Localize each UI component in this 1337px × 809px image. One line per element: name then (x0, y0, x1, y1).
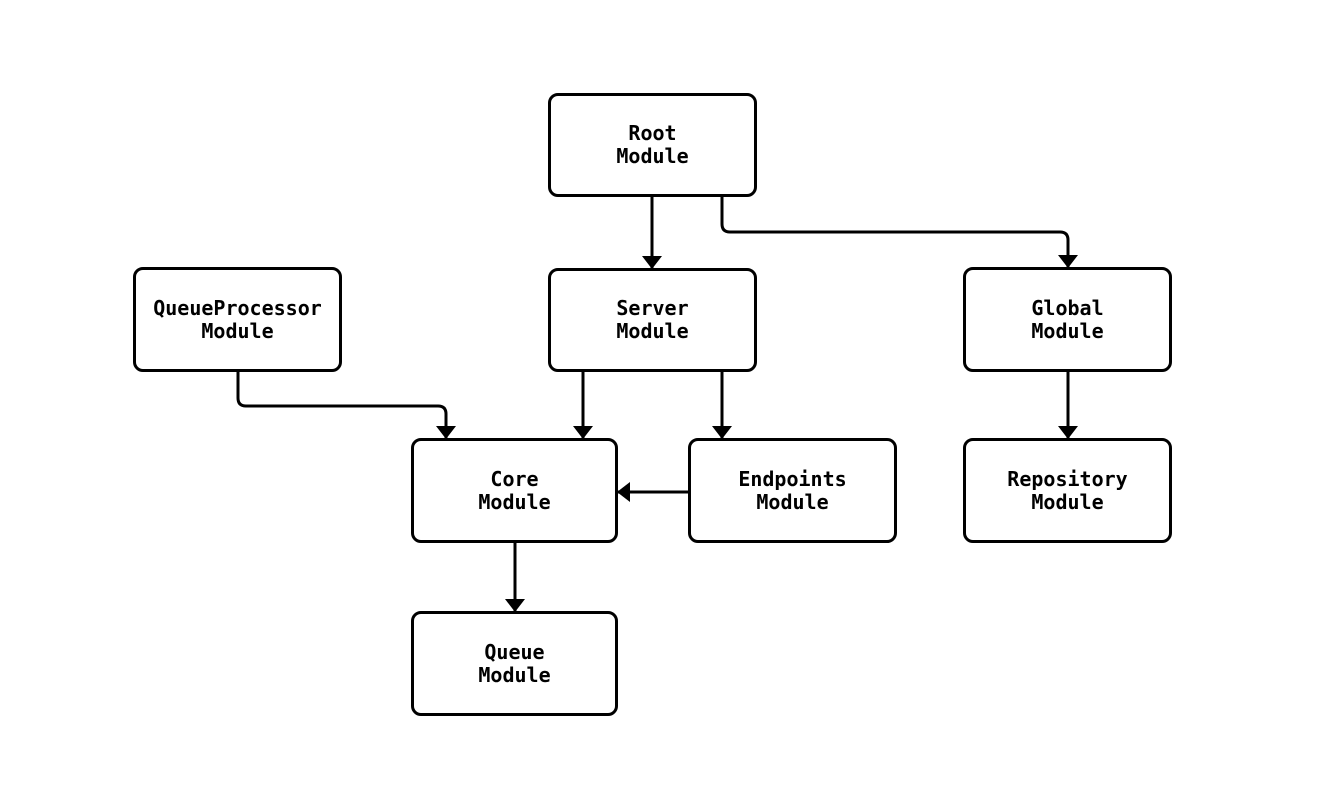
node-label-line: Root (628, 121, 677, 145)
node-label-line: Server (616, 296, 689, 320)
node-label-line: Module (616, 144, 689, 168)
node-label-line: Module (478, 662, 551, 687)
node-label-line: Global (1031, 295, 1104, 320)
node-label-line: Queue (484, 639, 545, 664)
node-label-line: Module (1031, 489, 1104, 514)
node-label-line: Module (201, 318, 274, 343)
node-label-line: Repository (1007, 466, 1128, 491)
node-label-line: QueueProcessor (153, 295, 322, 320)
edge-root-to-global (720, 195, 1078, 269)
node-label-line: Module (478, 489, 551, 514)
edge-queueprocessor-to-core (236, 370, 456, 440)
node-label-line: Module (756, 489, 829, 514)
node-label-line: Module (616, 319, 689, 343)
node-label-line: Module (1031, 318, 1104, 343)
node-label-line: Core (490, 466, 539, 491)
node-label-line: Endpoints (738, 466, 847, 491)
